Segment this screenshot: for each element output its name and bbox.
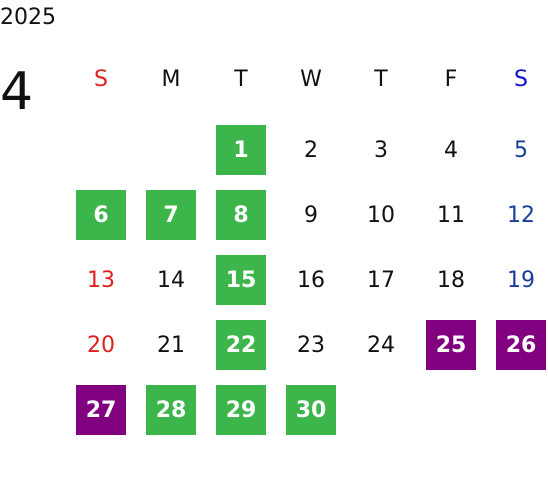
day-cell[interactable]: 19	[507, 267, 535, 293]
day-cell[interactable]: 1	[216, 125, 266, 175]
day-cell[interactable]: 22	[216, 320, 266, 370]
day-cell[interactable]: 9	[304, 202, 318, 228]
day-cell[interactable]: 27	[76, 385, 126, 435]
day-cell	[356, 385, 406, 435]
day-cell[interactable]: 28	[146, 385, 196, 435]
day-cell[interactable]: 16	[297, 267, 325, 293]
day-cell[interactable]: 13	[87, 267, 115, 293]
weekday-wednesday: W	[300, 66, 322, 92]
day-cell[interactable]: 4	[444, 137, 458, 163]
day-cell[interactable]: 3	[374, 137, 388, 163]
day-cell[interactable]: 24	[367, 332, 395, 358]
day-cell[interactable]: 25	[426, 320, 476, 370]
weekday-saturday: S	[514, 66, 528, 92]
weekday-header-row: S M T W T F S	[66, 54, 548, 104]
week-row-2: 6 7 8 9 10 11 12	[66, 190, 548, 240]
day-cell[interactable]: 23	[297, 332, 325, 358]
weekday-thursday: T	[374, 66, 388, 92]
day-cell	[426, 385, 476, 435]
calendar-month: 4	[0, 62, 34, 122]
week-row-5: 27 28 29 30	[66, 385, 548, 435]
day-cell[interactable]: 15	[216, 255, 266, 305]
day-cell[interactable]: 10	[367, 202, 395, 228]
weekday-friday: F	[444, 66, 458, 92]
day-cell[interactable]: 18	[437, 267, 465, 293]
day-cell[interactable]: 30	[286, 385, 336, 435]
day-cell[interactable]: 8	[216, 190, 266, 240]
day-cell[interactable]: 14	[157, 267, 185, 293]
day-cell	[76, 125, 126, 175]
week-row-1: 1 2 3 4 5	[66, 125, 548, 175]
day-cell[interactable]: 21	[157, 332, 185, 358]
weekday-monday: M	[161, 66, 181, 92]
day-cell[interactable]: 17	[367, 267, 395, 293]
weekday-sunday: S	[94, 66, 108, 92]
weekday-tuesday: T	[234, 66, 248, 92]
day-cell[interactable]: 5	[514, 137, 528, 163]
calendar-year: 2025	[0, 5, 56, 30]
week-row-4: 20 21 22 23 24 25 26	[66, 320, 548, 370]
day-cell[interactable]: 29	[216, 385, 266, 435]
day-cell[interactable]: 6	[76, 190, 126, 240]
day-cell[interactable]: 20	[87, 332, 115, 358]
day-cell[interactable]: 26	[496, 320, 546, 370]
day-cell	[496, 385, 546, 435]
week-row-3: 13 14 15 16 17 18 19	[66, 255, 548, 305]
day-cell	[146, 125, 196, 175]
day-cell[interactable]: 11	[437, 202, 465, 228]
day-cell[interactable]: 7	[146, 190, 196, 240]
day-cell[interactable]: 12	[507, 202, 535, 228]
day-cell[interactable]: 2	[304, 137, 318, 163]
